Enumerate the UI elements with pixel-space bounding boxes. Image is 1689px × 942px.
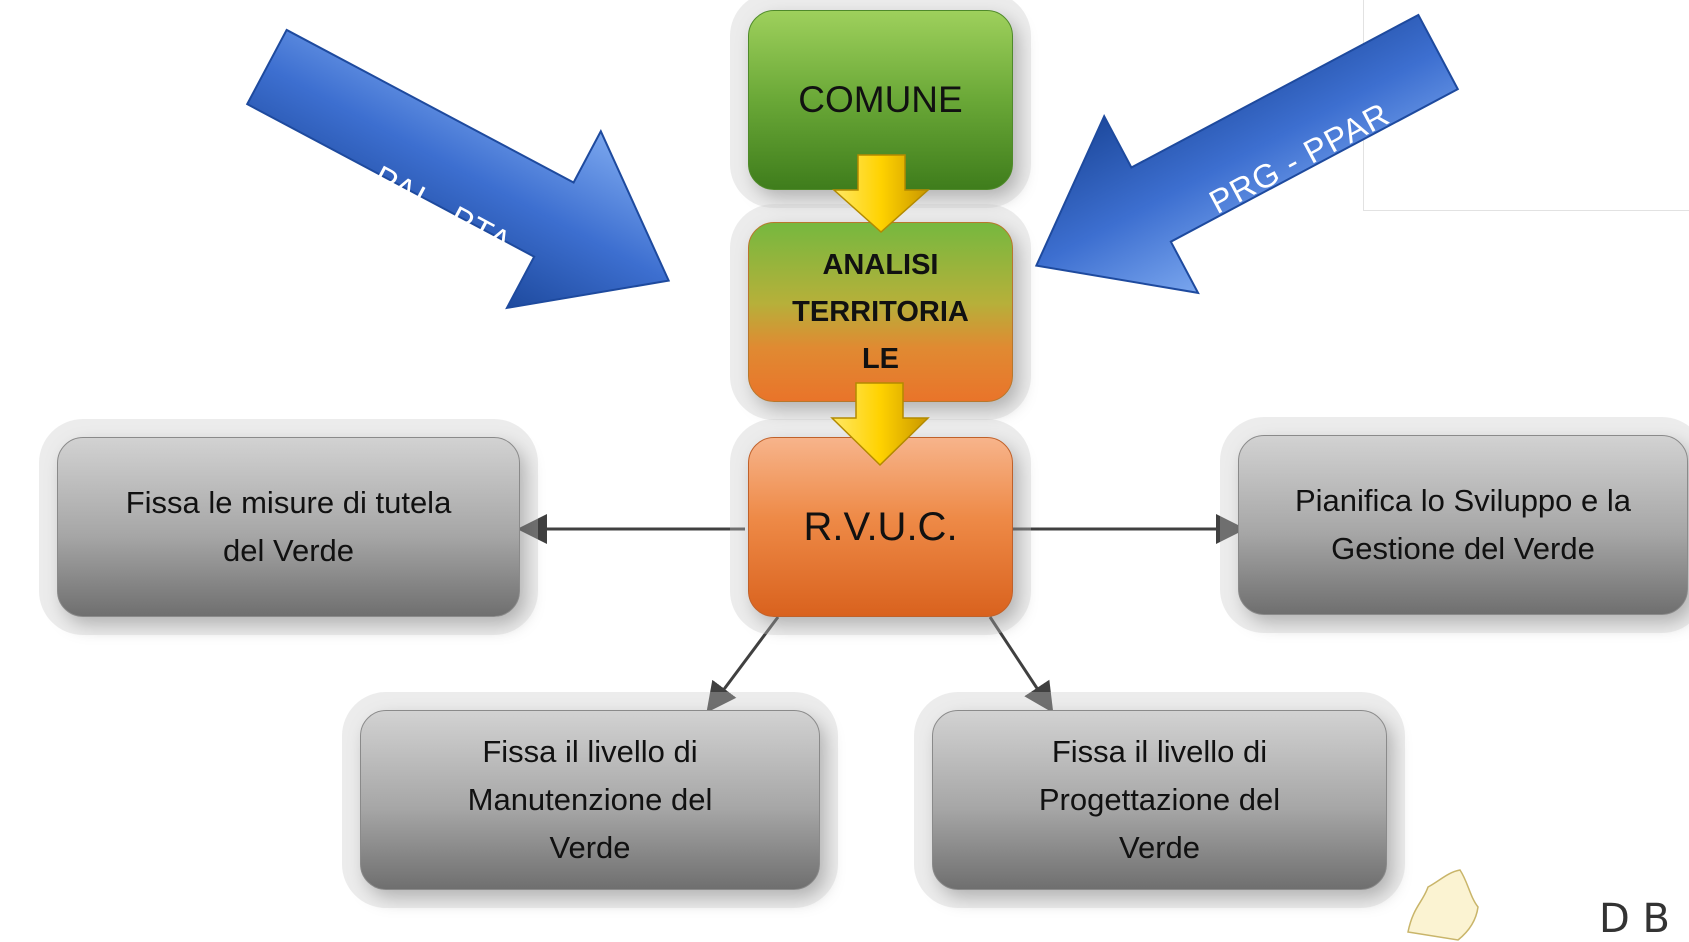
connector-to-progettazione bbox=[988, 616, 1054, 714]
analisi-line-2: TERRITORIA bbox=[792, 295, 969, 328]
tutela-line-2: del Verde bbox=[223, 533, 354, 568]
pianifica-line-1: Pianifica lo Sviluppo e la bbox=[1294, 483, 1632, 518]
manutenzione-line-3: Verde bbox=[549, 830, 631, 865]
analisi-line-3: LE bbox=[861, 342, 900, 375]
right-input-arrow bbox=[1034, 13, 1460, 295]
tutela-line-1: Fissa le misure di tutela bbox=[125, 485, 452, 520]
manutenzione-box: Fissa il livello di Manutenzione del Ver… bbox=[360, 710, 820, 890]
analisi-line-1: ANALISI bbox=[822, 248, 939, 281]
tutela-box: Fissa le misure di tutela del Verde bbox=[57, 437, 520, 617]
comune-label: COMUNE bbox=[798, 79, 963, 120]
frame-line-horizontal bbox=[1363, 210, 1689, 211]
rvuc-label: R.V.U.C. bbox=[803, 504, 958, 549]
manutenzione-line-1: Fissa il livello di bbox=[482, 734, 698, 769]
progettazione-box: Fissa il livello di Progettazione del Ve… bbox=[932, 710, 1387, 890]
manutenzione-line-2: Manutenzione del bbox=[467, 782, 713, 817]
left-input-arrow bbox=[245, 28, 671, 310]
pianifica-line-2: Gestione del Verde bbox=[1331, 531, 1595, 566]
comune-box: COMUNE bbox=[748, 10, 1013, 190]
analisi-box: ANALISI TERRITORIA LE bbox=[748, 222, 1013, 402]
progettazione-line-1: Fissa il livello di bbox=[1051, 734, 1268, 769]
progettazione-line-2: Progettazione del bbox=[1038, 782, 1281, 817]
pianifica-box: Pianifica lo Sviluppo e la Gestione del … bbox=[1238, 435, 1688, 615]
rvuc-box: R.V.U.C. bbox=[748, 437, 1013, 617]
map-outline-icon bbox=[1407, 869, 1479, 941]
corner-fragment-text: D B bbox=[1599, 896, 1670, 942]
connector-to-manutenzione bbox=[706, 616, 780, 713]
progettazione-line-3: Verde bbox=[1118, 830, 1200, 865]
